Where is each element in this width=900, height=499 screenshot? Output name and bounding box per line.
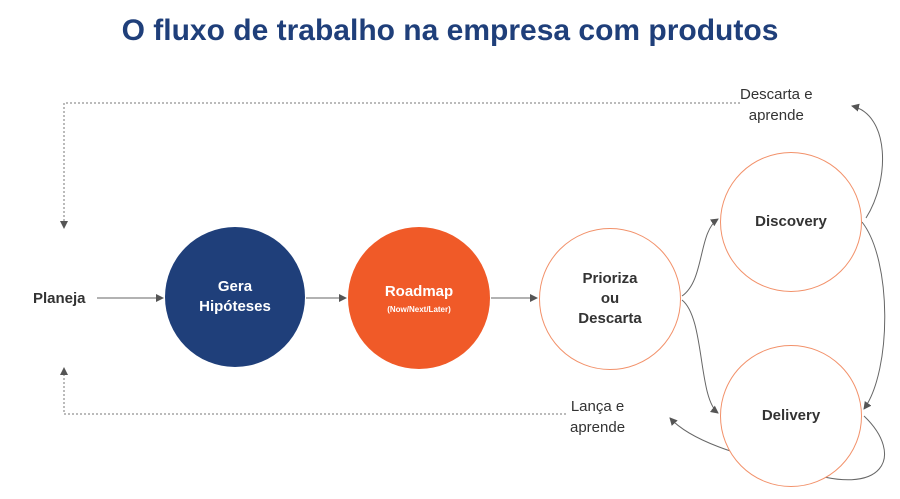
gera-line-1: Gera <box>217 278 253 295</box>
prioriza-line-3: Descarta <box>578 310 642 327</box>
prioriza-line-2: ou <box>600 290 620 307</box>
dotted-return-top <box>60 102 740 229</box>
lanca-line-1: Lança e <box>570 398 625 415</box>
descarta-line-2: aprende <box>748 107 804 124</box>
roadmap-label: Roadmap <box>384 283 454 300</box>
page-title: O fluxo de trabalho na empresa com produ… <box>121 14 779 47</box>
planeja-label: Planeja <box>33 290 86 307</box>
descarta-aprende-label: Descarta e aprende <box>740 84 813 126</box>
lanca-line-2: aprende <box>570 419 626 436</box>
delivery-label: Delivery <box>761 407 821 424</box>
gera-line-2: Hipóteses <box>199 298 271 315</box>
lanca-aprende-label: Lança e aprende <box>570 396 625 438</box>
arrow-discovery-descarta <box>851 103 884 219</box>
dotted-return-bottom <box>60 367 566 415</box>
discovery-label: Discovery <box>755 213 827 230</box>
arrow-discovery-delivery <box>861 221 886 410</box>
delivery-node: Delivery <box>720 345 862 487</box>
arrow-prioriza-discovery <box>681 218 719 297</box>
discovery-node: Discovery <box>720 152 862 292</box>
roadmap-node: Roadmap (Now/Next/Later) <box>348 227 490 369</box>
roadmap-sublabel: (Now/Next/Later) <box>387 305 451 314</box>
prioriza-node: Prioriza ou Descarta <box>539 228 681 370</box>
descarta-line-1: Descarta e <box>740 86 813 103</box>
prioriza-line-1: Prioriza <box>582 270 638 287</box>
gera-hipoteses-node: Gera Hipóteses <box>165 227 305 367</box>
arrow-prioriza-delivery <box>681 299 719 414</box>
